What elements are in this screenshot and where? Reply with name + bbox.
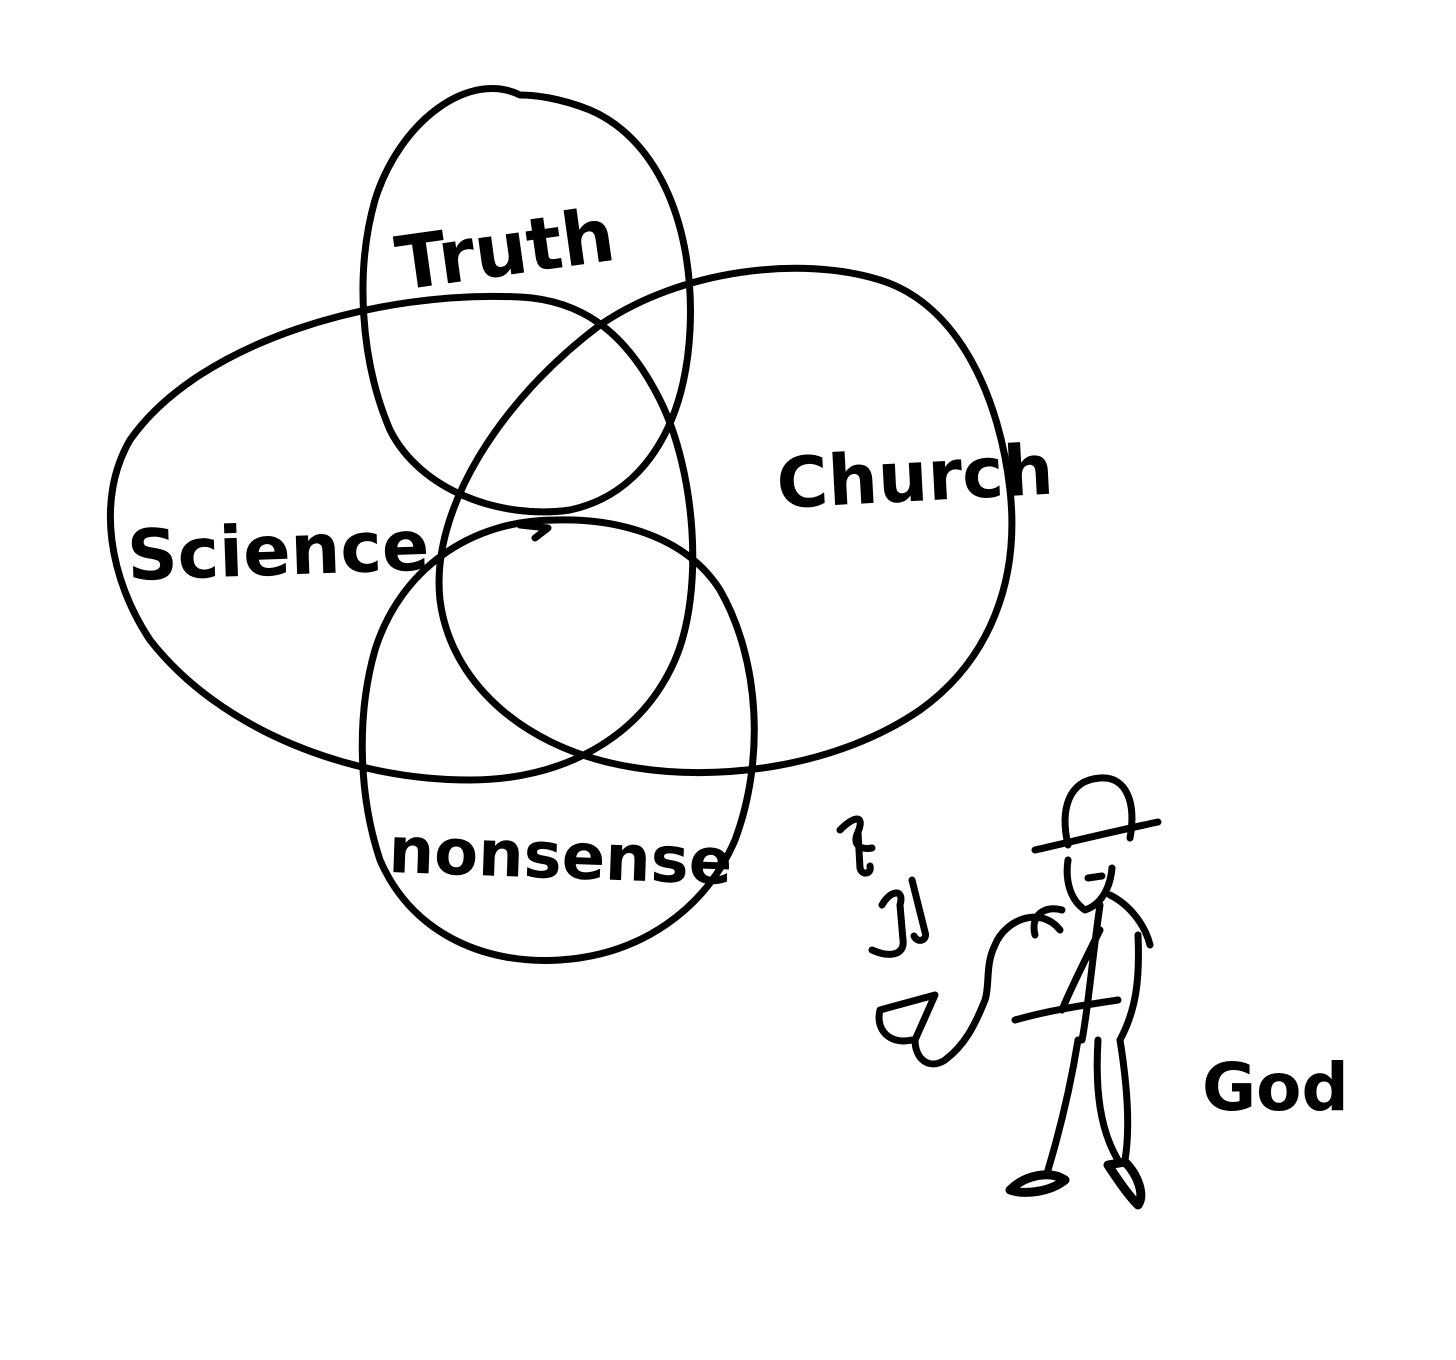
nonsense-label: nonsense	[387, 814, 733, 900]
science-ellipse	[106, 292, 697, 784]
saxophone-player-icon	[875, 774, 1162, 1210]
junction-mark	[516, 521, 552, 542]
god-label: God	[1202, 1049, 1349, 1126]
truth-label: Truth	[391, 192, 620, 308]
church-label: Church	[775, 429, 1056, 525]
church-ellipse	[435, 264, 1016, 777]
truth-circle	[359, 85, 694, 516]
nonsense-circle	[358, 516, 758, 964]
science-label: Science	[126, 504, 431, 596]
music-notes-icon	[836, 815, 929, 958]
